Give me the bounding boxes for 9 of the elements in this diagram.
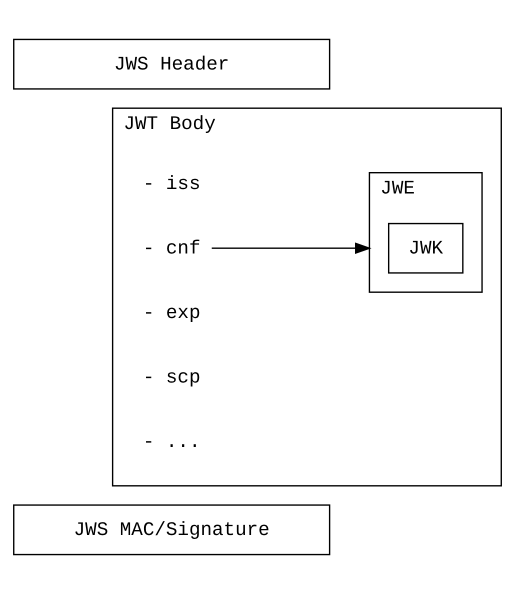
node-box: JWK (388, 222, 464, 274)
arrow (212, 242, 372, 254)
node-box: JWS Header (13, 38, 330, 90)
node-text: - cnf (142, 236, 201, 259)
node-text: - ... (142, 430, 201, 452)
node-text: - exp (142, 301, 201, 324)
node-text: - scp (142, 366, 201, 388)
node-text: - iss (142, 172, 201, 194)
node-box: JWS MAC/Signature (13, 504, 330, 555)
